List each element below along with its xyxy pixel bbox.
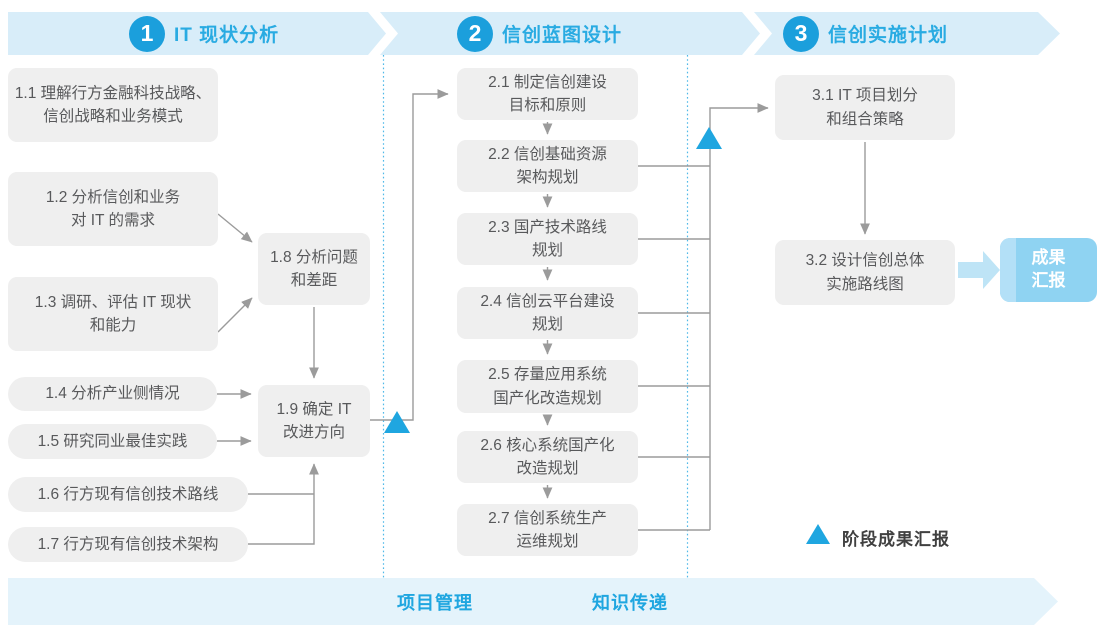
node-1-5: 1.5 研究同业最佳实践 <box>8 424 217 459</box>
node-2-2: 2.2 信创基础资源 架构规划 <box>457 140 638 192</box>
node-1-3-line1: 1.3 调研、评估 IT 现状 <box>34 293 192 311</box>
node-3-2: 3.2 设计信创总体 实施路线图 <box>775 240 955 305</box>
legend-label: 阶段成果汇报 <box>842 530 950 549</box>
phase-2-number-badge: 2 <box>457 16 493 52</box>
node-1-1: 1.1 理解行方金融科技战略、 信创战略和业务模式 <box>8 68 218 142</box>
node-1-7-line1: 1.7 行方现有信创技术架构 <box>37 535 219 553</box>
node-1-6: 1.6 行方现有信创技术路线 <box>8 477 248 512</box>
phase-3-title: 信创实施计划 <box>828 25 949 46</box>
node-3-1-line1: 3.1 IT 项目划分 <box>812 87 918 105</box>
node-2-2-line1: 2.2 信创基础资源 <box>488 145 607 163</box>
node-2-1-line2: 目标和原则 <box>508 97 587 114</box>
node-2-6-line2: 改造规划 <box>516 460 579 477</box>
node-1-4: 1.4 分析产业侧情况 <box>8 377 217 411</box>
milestone-triangle-icon <box>384 411 410 433</box>
node-3-1: 3.1 IT 项目划分 和组合策略 <box>775 75 955 140</box>
phase-2-title: 信创蓝图设计 <box>502 25 623 46</box>
edge-1-9-to-2-1 <box>370 89 449 421</box>
node-1-9: 1.9 确定 IT 改进方向 <box>258 385 370 457</box>
legend-triangle-icon <box>806 524 830 544</box>
outcome-line1: 成果 <box>1031 248 1066 268</box>
phase-1-number-badge: 1 <box>129 16 165 52</box>
node-2-3: 2.3 国产技术路线 规划 <box>457 213 638 265</box>
node-2-5-line2: 国产化改造规划 <box>493 389 602 407</box>
node-2-7-line1: 2.7 信创系统生产 <box>488 509 607 527</box>
edge-1-2-to-1-8 <box>217 213 253 243</box>
node-1-8-line2: 和差距 <box>290 272 338 289</box>
node-2-7-line2: 运维规划 <box>516 533 579 550</box>
project-management-label: 项目管理 <box>397 592 473 613</box>
node-1-5-line1: 1.5 研究同业最佳实践 <box>37 432 188 450</box>
node-2-5: 2.5 存量应用系统 国产化改造规划 <box>457 360 638 413</box>
phase-1-title: IT 现状分析 <box>174 25 280 46</box>
outcome-box-stripe <box>1000 238 1016 302</box>
phase-1-header: 1 IT 现状分析 <box>129 12 279 55</box>
edge-1-7-to-1-9 <box>248 463 319 545</box>
node-1-3-line2: 和能力 <box>89 317 137 334</box>
flow-edges <box>217 89 870 545</box>
node-2-3-line2: 规划 <box>531 242 563 259</box>
phase-3-number-badge: 3 <box>783 16 819 52</box>
outcome-arrow-icon <box>958 251 1000 289</box>
node-2-6: 2.6 核心系统国产化 改造规划 <box>457 431 638 483</box>
phase-ribbon: 1 IT 现状分析 2 信创蓝图设计 3 信创实施计划 <box>8 12 1060 55</box>
node-1-2-line2: 对 IT 的需求 <box>70 212 156 229</box>
outcome-report-box: 成果 汇报 <box>1000 238 1097 302</box>
phase-2-header: 2 信创蓝图设计 <box>457 12 622 55</box>
node-1-3: 1.3 调研、评估 IT 现状 和能力 <box>8 277 218 351</box>
node-2-3-line1: 2.3 国产技术路线 <box>488 218 607 236</box>
node-1-2: 1.2 分析信创和业务 对 IT 的需求 <box>8 172 218 246</box>
knowledge-transfer-label: 知识传递 <box>592 592 668 613</box>
node-2-4: 2.4 信创云平台建设 规划 <box>457 287 638 339</box>
node-1-1-line1: 1.1 理解行方金融科技战略、 <box>14 84 212 102</box>
node-1-7: 1.7 行方现有信创技术架构 <box>8 527 248 562</box>
node-1-9-line2: 改进方向 <box>282 424 345 441</box>
phase-3-header: 3 信创实施计划 <box>783 12 948 55</box>
node-3-2-line2: 实施路线图 <box>826 275 904 293</box>
edge-1-3-to-1-8 <box>217 297 253 333</box>
support-ribbon: 项目管理 知识传递 <box>8 578 1058 625</box>
node-2-1: 2.1 制定信创建设 目标和原则 <box>457 68 638 120</box>
node-1-2-line1: 1.2 分析信创和业务 <box>45 188 181 206</box>
node-1-1-line2: 信创战略和业务模式 <box>43 108 183 125</box>
node-2-1-line1: 2.1 制定信创建设 <box>488 73 607 91</box>
node-1-8-line1: 1.8 分析问题 <box>270 248 358 266</box>
node-3-2-line1: 3.2 设计信创总体 <box>805 252 925 270</box>
node-1-8: 1.8 分析问题 和差距 <box>258 233 370 305</box>
outcome-line2: 汇报 <box>1031 271 1066 290</box>
node-2-4-line2: 规划 <box>531 316 563 333</box>
node-2-7: 2.7 信创系统生产 运维规划 <box>457 504 638 556</box>
node-1-4-line1: 1.4 分析产业侧情况 <box>45 385 180 403</box>
node-2-5-line1: 2.5 存量应用系统 <box>488 366 607 384</box>
milestone-triangle-icon <box>696 127 722 149</box>
node-2-4-line1: 2.4 信创云平台建设 <box>480 292 615 310</box>
node-2-6-line1: 2.6 核心系统国产化 <box>480 436 615 454</box>
edge-bus-to-3-1 <box>709 103 769 530</box>
node-3-1-line2: 和组合策略 <box>826 110 904 128</box>
node-1-6-line1: 1.6 行方现有信创技术路线 <box>37 485 219 503</box>
node-1-9-line1: 1.9 确定 IT <box>276 400 352 418</box>
node-2-2-line2: 架构规划 <box>516 169 579 186</box>
